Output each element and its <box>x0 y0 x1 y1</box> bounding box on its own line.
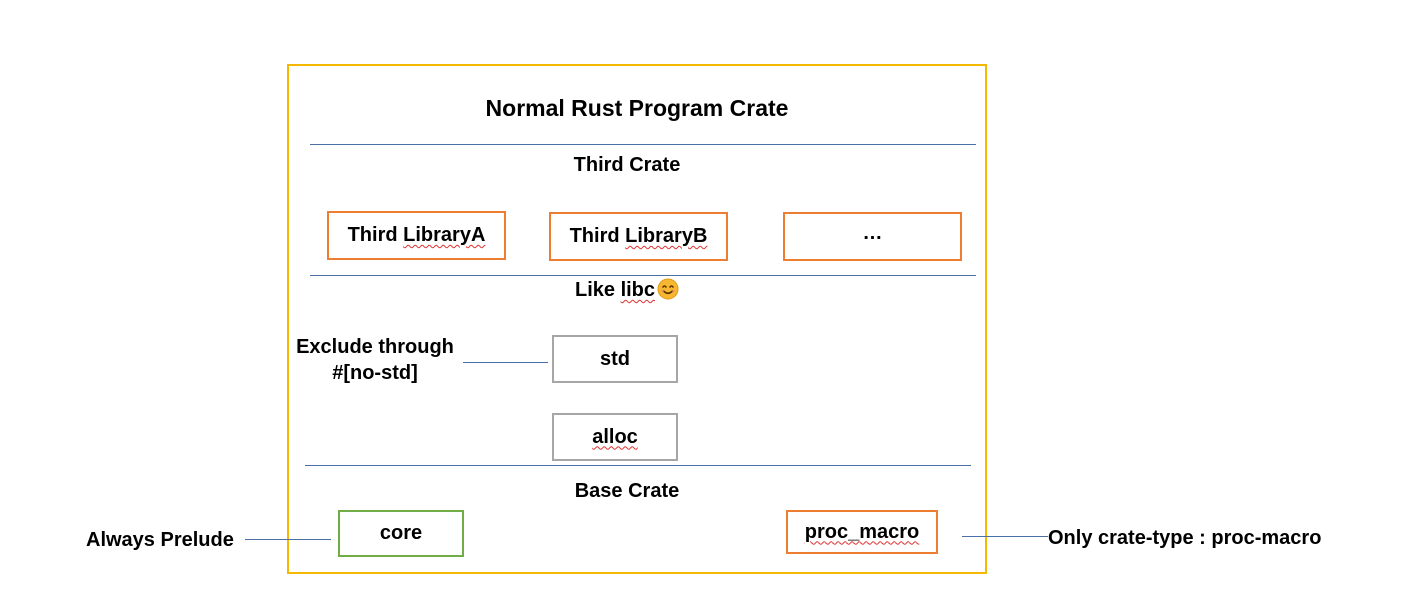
like-libc-heading: Like libc <box>527 277 727 303</box>
exclude-line-2: #[no-std] <box>332 362 418 384</box>
exclude-connector <box>463 362 548 363</box>
exclude-annotation: Exclude through #[no-std] <box>292 334 458 386</box>
diagram-title: Normal Rust Program Crate <box>485 95 789 121</box>
program-crate-frame <box>287 64 987 574</box>
always-prelude-label: Always Prelude <box>86 529 234 551</box>
alloc-label: alloc <box>592 425 638 448</box>
proc-macro-box: proc_macro <box>786 510 938 554</box>
like-libc-label: Like libc <box>574 279 656 301</box>
third-crate-label: Third Crate <box>573 154 681 176</box>
third-more-label: … <box>862 222 883 244</box>
alloc-box: alloc <box>552 413 678 461</box>
exclude-line-1: Exclude through <box>296 336 454 358</box>
divider-base <box>305 465 971 466</box>
third-library-b-box: Third LibraryB <box>549 212 728 261</box>
third-more-box: … <box>783 212 962 261</box>
base-crate-label: Base Crate <box>574 480 680 502</box>
core-label: core <box>379 522 423 544</box>
std-label: std <box>600 347 630 370</box>
proc-macro-connector <box>962 536 1048 537</box>
only-crate-type-label: Only crate-type : proc-macro <box>1048 527 1322 549</box>
divider-libc <box>310 275 976 276</box>
smiling-face-icon <box>657 278 679 300</box>
proc-macro-label: proc_macro <box>804 520 920 543</box>
third-library-a-label: Third LibraryA <box>347 224 486 246</box>
prelude-connector <box>245 539 331 540</box>
std-box: std <box>552 335 678 383</box>
divider-top <box>310 144 976 145</box>
third-library-b-label: Third LibraryB <box>569 225 708 247</box>
third-library-a-box: Third LibraryA <box>327 211 506 260</box>
core-box: core <box>338 510 464 557</box>
